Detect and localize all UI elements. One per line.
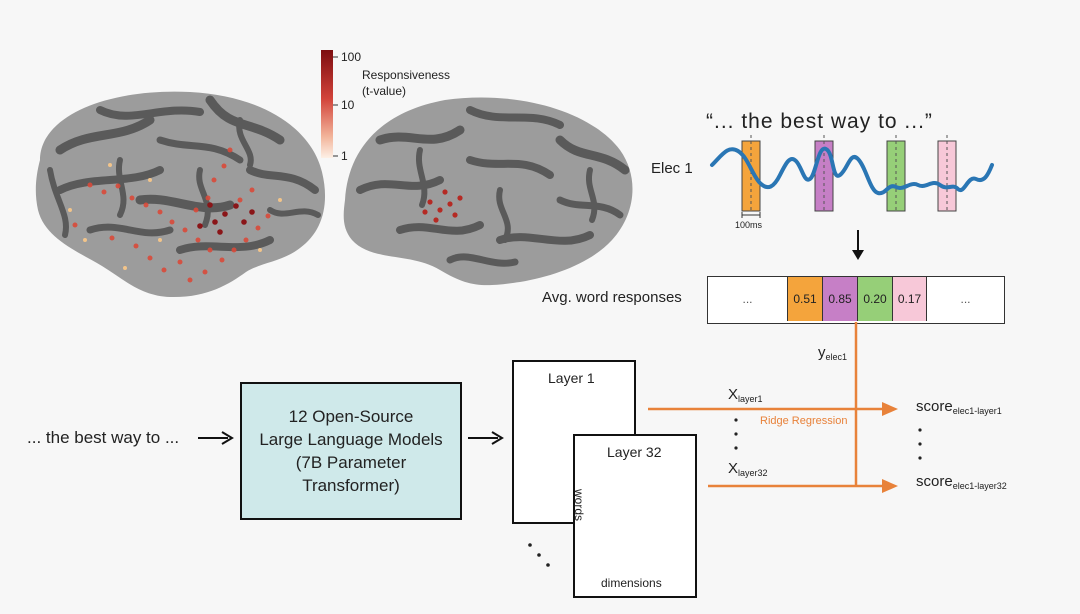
y-elec1-label: yelec1 — [818, 344, 848, 362]
x-layer1-label: Xlayer1 — [728, 386, 763, 404]
word-response-to: 0.17 — [892, 277, 927, 321]
word-response-the: 0.51 — [787, 277, 822, 321]
word-responses-ellipsis-left: ... — [742, 292, 753, 306]
layer-32-box: Layer 32 words dimensions — [572, 434, 697, 598]
llm-box: 12 Open-Source Large Language Models (7B… — [240, 382, 462, 520]
llm-line-4: Transformer) — [302, 476, 400, 495]
down-arrow — [852, 230, 864, 260]
colorbar-label-unit: (t-value) — [362, 84, 407, 98]
colorbar-tick-1: 1 — [341, 149, 348, 163]
colorbar-tick-10: 10 — [341, 98, 355, 112]
x-layer32-label: Xlayer32 — [728, 460, 768, 478]
time-scale-label: 100ms — [735, 220, 763, 230]
score-elec1-layer32: scoreelec1-layer32 — [916, 473, 1007, 491]
llm-output-arrow — [468, 431, 504, 445]
layer-32-label: Layer 32 — [607, 444, 662, 460]
dimensions-axis-label: dimensions — [601, 576, 662, 590]
word-responses-vector: ... 0.51 0.85 0.20 0.17 ... — [707, 276, 1005, 324]
colorbar — [321, 50, 333, 158]
word-responses-label: Avg. word responses — [542, 289, 682, 306]
score-elec1-layer1: scoreelec1-layer1 — [916, 398, 1002, 416]
neural-signal-trace — [710, 146, 994, 196]
layer-ellipsis-dots — [528, 543, 550, 567]
colorbar-label: Responsiveness — [362, 68, 451, 82]
word-response-best: 0.85 — [822, 277, 857, 321]
ridge-regression-label: Ridge Regression — [760, 415, 848, 427]
left-hemisphere-brain — [35, 91, 326, 298]
layer-1-label: Layer 1 — [548, 370, 595, 386]
input-sentence: ... the best way to ... — [27, 428, 180, 447]
word-response-way: 0.20 — [857, 277, 892, 321]
llm-line-2: Large Language Models — [259, 430, 443, 449]
llm-line-1: 12 Open-Source — [288, 407, 414, 426]
right-hemisphere-brain — [343, 97, 633, 286]
sentence-quote: “... the best way to ...” — [706, 110, 933, 133]
llm-line-3: (7B Parameter — [295, 453, 407, 472]
electrode-signal-plot — [710, 135, 994, 218]
electrode-label: Elec 1 — [651, 160, 693, 177]
word-responses-ellipsis-right: ... — [960, 292, 971, 306]
input-arrow — [198, 431, 234, 445]
colorbar-tick-100: 100 — [341, 50, 362, 64]
